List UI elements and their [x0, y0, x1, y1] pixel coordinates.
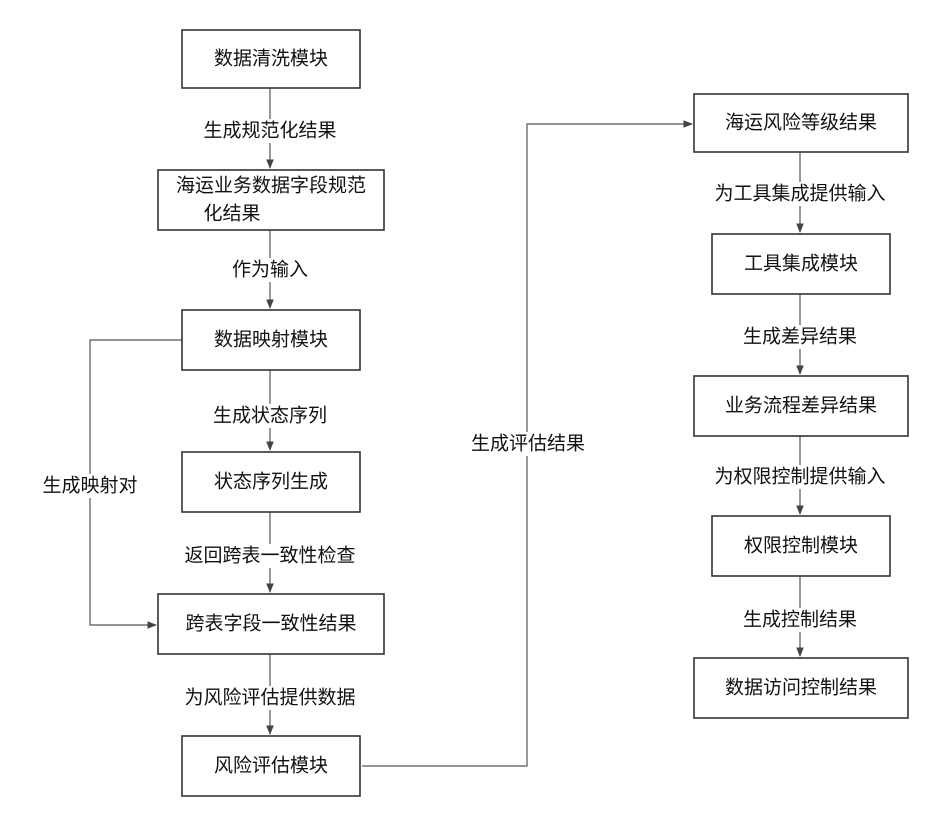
node-field-normalization-line2: 化结果	[203, 203, 260, 225]
edge-label-group-e6: 为风险评估提供数据	[164, 686, 376, 710]
node-data-access-result: 数据访问控制结果	[694, 658, 908, 718]
node-tool-integration: 工具集成模块	[712, 234, 890, 294]
edge-label-group-e5: 生成映射对	[30, 474, 150, 498]
edge-label-group-e7: 生成评估结果	[458, 432, 598, 456]
edge-label-e8: 为工具集成提供输入	[714, 183, 885, 205]
node-state-seq-gen-label: 状态序列生成	[214, 471, 328, 493]
edge-label-e3: 生成状态序列	[213, 405, 327, 427]
node-consistency-result: 跨表字段一致性结果	[158, 594, 384, 654]
node-data-cleaning: 数据清洗模块	[182, 30, 360, 88]
node-risk-assessment-label: 风险评估模块	[214, 755, 328, 777]
edge-label-group-e11: 生成控制结果	[730, 608, 870, 632]
edge-label-e7: 生成评估结果	[471, 433, 585, 455]
node-process-diff-result-label: 业务流程差异结果	[725, 395, 877, 417]
node-risk-assessment: 风险评估模块	[182, 736, 360, 796]
node-tool-integration-label: 工具集成模块	[744, 253, 858, 275]
node-state-seq-gen: 状态序列生成	[182, 452, 360, 512]
edge-label-e9: 生成差异结果	[743, 326, 857, 348]
node-risk-level-result-label: 海运风险等级结果	[725, 112, 877, 134]
node-access-control-label: 权限控制模块	[744, 535, 858, 557]
node-risk-level-result: 海运风险等级结果	[694, 94, 908, 152]
node-data-access-result-label: 数据访问控制结果	[725, 677, 877, 699]
edge-label-group-e4: 返回跨表一致性检查	[166, 544, 374, 568]
edge-label-e5: 生成映射对	[42, 475, 137, 497]
edge-label-e6: 为风险评估提供数据	[184, 687, 355, 709]
node-data-mapping: 数据映射模块	[182, 310, 360, 370]
node-field-normalization-line1: 海运业务数据字段规范	[176, 175, 366, 197]
node-data-cleaning-label: 数据清洗模块	[214, 48, 328, 70]
node-access-control: 权限控制模块	[712, 516, 890, 576]
node-consistency-result-label: 跨表字段一致性结果	[185, 613, 356, 635]
edge-label-group-e8: 为工具集成提供输入	[694, 182, 906, 206]
edge-label-e10: 为权限控制提供输入	[714, 466, 885, 488]
edge-label-e2: 作为输入	[232, 259, 308, 281]
edge-label-group-e10: 为权限控制提供输入	[694, 465, 906, 489]
edge-label-e1: 生成规范化结果	[203, 120, 336, 142]
edge-label-group-e9: 生成差异结果	[730, 325, 870, 349]
edge-label-e4: 返回跨表一致性检查	[184, 545, 355, 567]
edge-label-group-e2: 作为输入	[222, 258, 318, 282]
node-field-normalization: 海运业务数据字段规范 化结果	[158, 170, 384, 230]
edge-label-group-e3: 生成状态序列	[196, 404, 344, 428]
node-process-diff-result: 业务流程差异结果	[694, 376, 908, 436]
edge-label-group-e1: 生成规范化结果	[190, 119, 350, 143]
node-data-mapping-label: 数据映射模块	[214, 329, 328, 351]
edge-label-e11: 生成控制结果	[743, 609, 857, 631]
